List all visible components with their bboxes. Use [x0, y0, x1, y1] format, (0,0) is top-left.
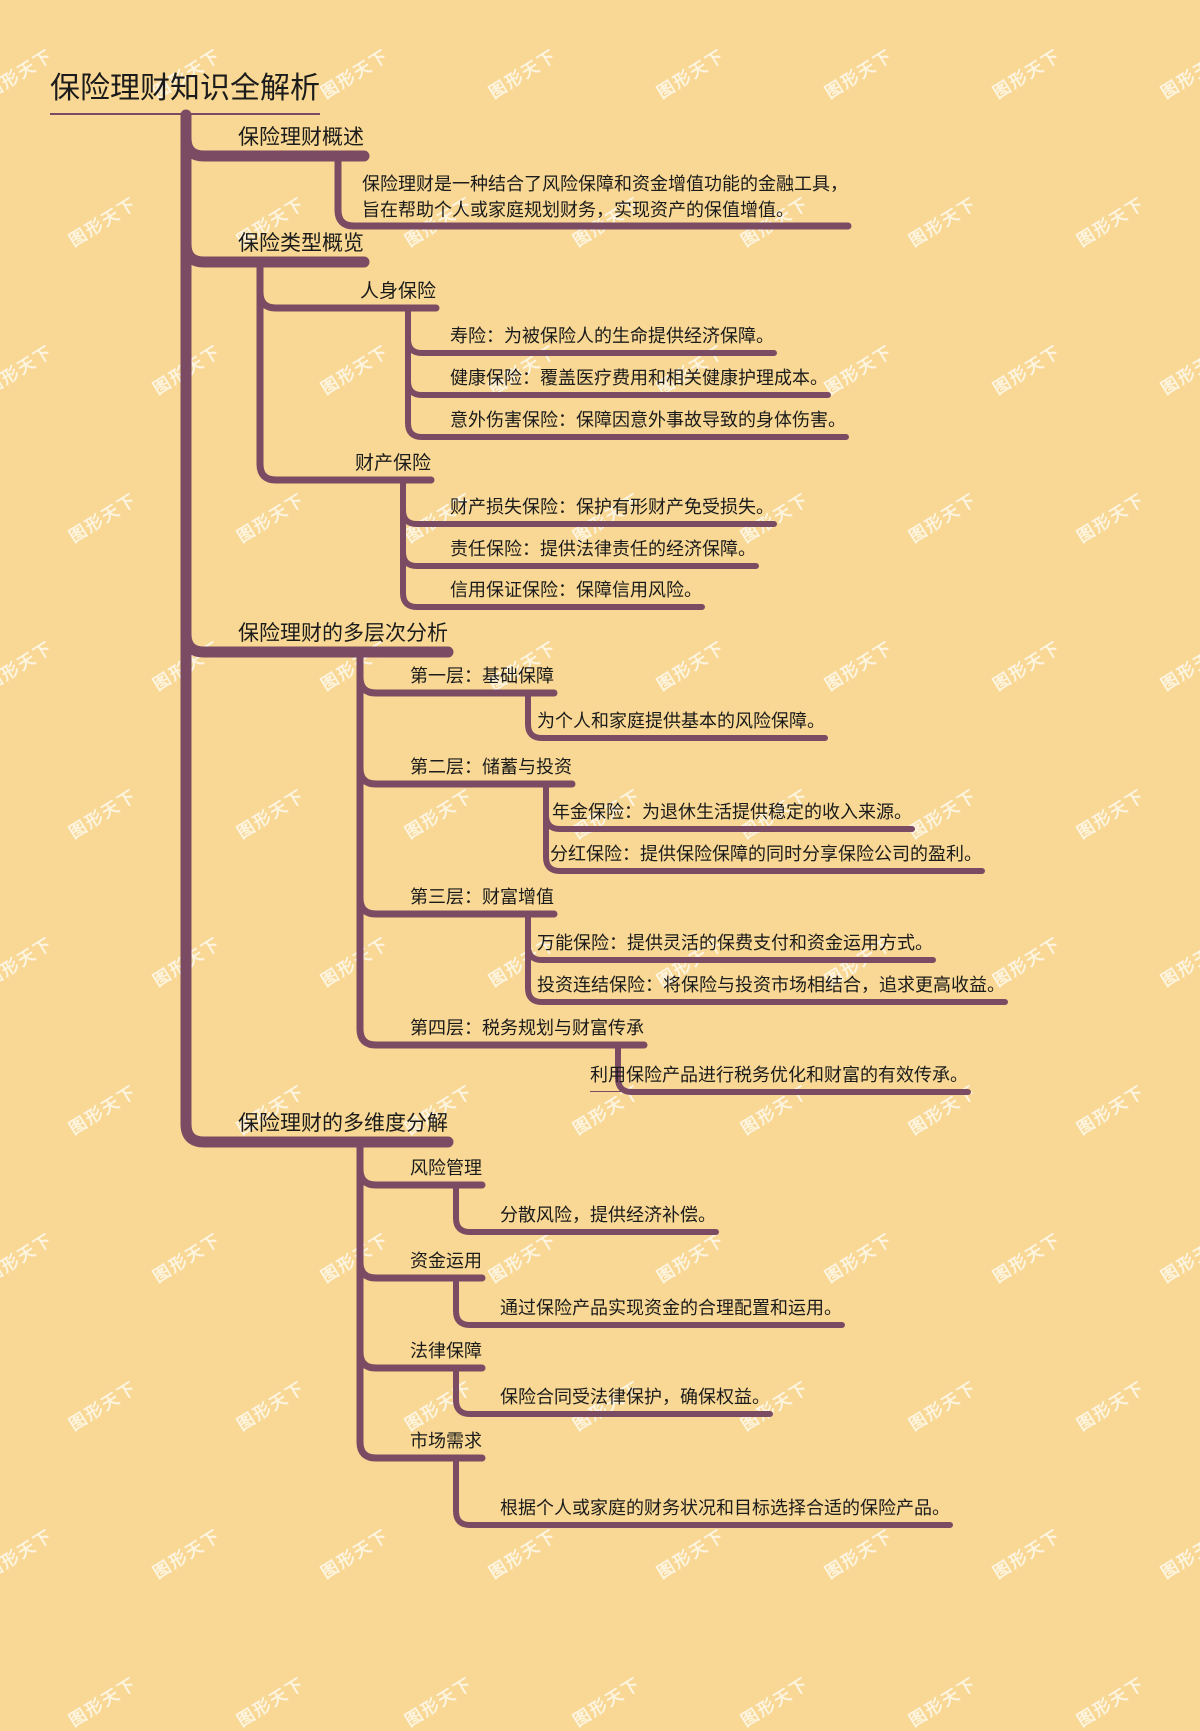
- mindmap-leaf-node[interactable]: 意外伤害保险：保障因意外事故导致的身体伤害。: [450, 408, 846, 437]
- watermark-text: 图形天下: [65, 1674, 141, 1731]
- mindmap-branch-node[interactable]: 保险理财的多维度分解: [238, 1109, 448, 1142]
- watermark-text: 图形天下: [737, 1674, 813, 1731]
- mindmap-connectors: [180, 109, 1008, 1528]
- watermark-text: 图形天下: [401, 1674, 477, 1731]
- mindmap-leaf-node[interactable]: 利用保险产品进行税务优化和财富的有效传承。: [590, 1063, 968, 1092]
- watermark-text: 图形天下: [905, 1674, 981, 1731]
- mindmap-subtopic-node[interactable]: 法律保障: [410, 1339, 482, 1368]
- mindmap-leaf-node[interactable]: 年金保险：为退休生活提供稳定的收入来源。: [552, 800, 912, 829]
- mindmap-leaf-node[interactable]: 根据个人或家庭的财务状况和目标选择合适的保险产品。: [500, 1496, 950, 1525]
- mindmap-subtopic-node[interactable]: 第二层：储蓄与投资: [410, 755, 572, 784]
- mindmap-subtopic-node[interactable]: 保险理财是一种结合了风险保障和资金增值功能的金融工具， 旨在帮助个人或家庭规划财…: [362, 172, 848, 227]
- mindmap-leaf-node[interactable]: 分红保险：提供保险保障的同时分享保险公司的盈利。: [550, 842, 982, 871]
- mindmap-leaf-node[interactable]: 健康保险：覆盖医疗费用和相关健康护理成本。: [450, 366, 828, 395]
- mindmap-branch-node[interactable]: 保险类型概览: [238, 229, 364, 262]
- mindmap-leaf-node[interactable]: 分散风险，提供经济补偿。: [500, 1203, 716, 1232]
- mindmap-subtopic-node[interactable]: 市场需求: [410, 1429, 482, 1458]
- mindmap-leaf-node[interactable]: 保险合同受法律保护，确保权益。: [500, 1385, 770, 1414]
- mindmap-leaf-node[interactable]: 通过保险产品实现资金的合理配置和运用。: [500, 1296, 842, 1325]
- watermark-text: 图形天下: [233, 1674, 309, 1731]
- mindmap-branch-node[interactable]: 保险理财的多层次分析: [238, 619, 448, 652]
- mindmap-subtopic-node[interactable]: 财产保险: [355, 450, 432, 480]
- mindmap-leaf-node[interactable]: 寿险：为被保险人的生命提供经济保障。: [450, 324, 774, 353]
- mindmap-leaf-node[interactable]: 信用保证保险：保障信用风险。: [450, 578, 702, 607]
- mindmap-leaf-node[interactable]: 为个人和家庭提供基本的风险保障。: [537, 709, 825, 738]
- mindmap-leaf-node[interactable]: 责任保险：提供法律责任的经济保障。: [450, 537, 756, 566]
- mindmap-subtopic-node[interactable]: 第一层：基础保障: [410, 664, 554, 693]
- watermark-text: 图形天下: [1073, 1674, 1149, 1731]
- watermark-text: 图形天下: [569, 1674, 645, 1731]
- mindmap-subtopic-node[interactable]: 资金运用: [410, 1249, 482, 1278]
- mindmap-leaf-node[interactable]: 万能保险：提供灵活的保费支付和资金运用方式。: [537, 931, 933, 960]
- mindmap-subtopic-node[interactable]: 风险管理: [410, 1156, 482, 1185]
- mindmap-branch-node[interactable]: 保险理财概述: [238, 123, 364, 156]
- mindmap-subtopic-node[interactable]: 第四层：税务规划与财富传承: [410, 1016, 644, 1045]
- mindmap-leaf-node[interactable]: 财产损失保险：保护有形财产免受损失。: [450, 495, 774, 524]
- mindmap-canvas: 保险理财知识全解析保险理财概述保险理财是一种结合了风险保障和资金增值功能的金融工…: [50, 68, 1008, 1528]
- mindmap-subtopic-node[interactable]: 人身保险: [360, 278, 437, 308]
- mindmap-leaf-node[interactable]: 投资连结保险：将保险与投资市场相结合，追求更高收益。: [537, 973, 1005, 1002]
- mindmap-subtopic-node[interactable]: 第三层：财富增值: [410, 885, 554, 914]
- mindmap-root-title[interactable]: 保险理财知识全解析: [50, 68, 320, 115]
